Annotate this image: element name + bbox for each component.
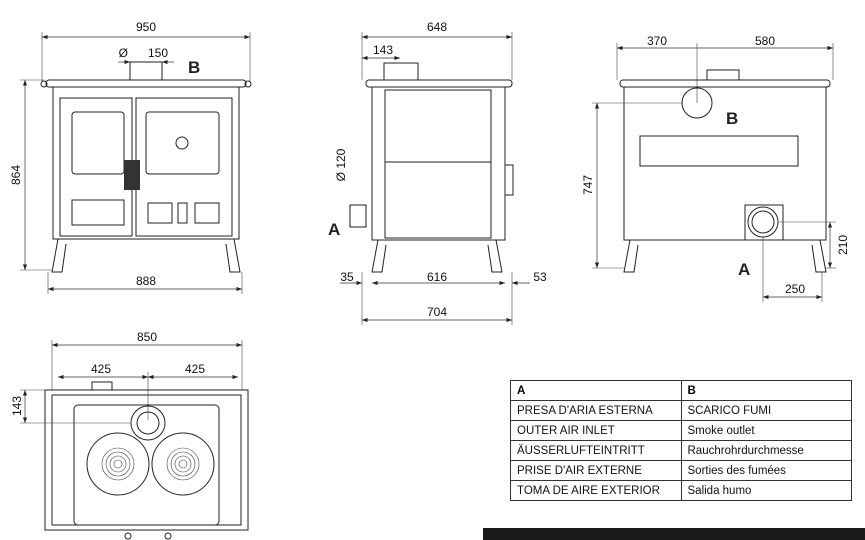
- dim-flue-edge-580: 580: [755, 34, 775, 48]
- side-view: 648 143 Ø 120 A 35 616 53 704: [328, 20, 547, 325]
- dim-left-35: 35: [340, 270, 354, 284]
- dim-half-left-425: 425: [91, 362, 111, 376]
- dim-width-950: 950: [136, 20, 156, 34]
- dim-air-diameter-120: Ø 120: [334, 148, 348, 181]
- label-a-side: A: [328, 220, 340, 239]
- label-b-front: B: [188, 58, 200, 77]
- legend-cell-a: TOMA DE AIRE EXTERIOR: [510, 480, 682, 501]
- legend-cell-a: OUTER AIR INLET: [510, 420, 682, 441]
- legend-cell-a: PRESA D'ARIA ESTERNA: [510, 400, 682, 421]
- legend-cell-b: Smoke outlet: [680, 420, 852, 441]
- dim-body-616: 616: [427, 270, 447, 284]
- legend-header-a: A: [510, 380, 682, 401]
- legend-cell-b: Salida humo: [680, 480, 852, 501]
- dim-right-53: 53: [533, 270, 547, 284]
- dim-flue-offset-143: 143: [373, 43, 393, 57]
- dim-height-864: 864: [9, 165, 23, 185]
- legend-header-b: B: [680, 380, 852, 401]
- dim-flue-height-747: 747: [581, 175, 595, 195]
- back-view: 370 580 B 747 A 210 250: [581, 34, 850, 302]
- diameter-symbol: Ø: [119, 46, 128, 60]
- dim-top-flue-143: 143: [10, 396, 24, 416]
- legend-cell-b: Rauchrohrdurchmesse: [680, 440, 852, 461]
- dim-flue-x-370: 370: [647, 34, 667, 48]
- footer-bar: [483, 528, 865, 540]
- label-a-back: A: [738, 260, 750, 279]
- front-view: 950 Ø 150 B 864 888: [9, 20, 252, 294]
- dim-air-x-250: 250: [785, 282, 805, 296]
- hot-plate-right: [151, 432, 215, 496]
- legend-cell-b: Sorties des fumées: [680, 460, 852, 481]
- legend-cell-b: SCARICO FUMI: [680, 400, 852, 421]
- top-view: 850 425 425 143: [10, 330, 249, 540]
- legend-cell-a: ÄUSSERLUFTEINTRITT: [510, 440, 682, 461]
- dim-depth-648: 648: [427, 20, 447, 34]
- dim-top-width-850: 850: [137, 330, 157, 344]
- dim-flue-150: 150: [148, 46, 168, 60]
- dim-total-704: 704: [427, 305, 447, 319]
- legend-cell-a: PRISE D'AIR EXTERNE: [510, 460, 682, 481]
- dim-leg-span-888: 888: [136, 274, 156, 288]
- legend-header-row: A B: [510, 380, 852, 401]
- label-b-back: B: [726, 109, 738, 128]
- dim-air-height-210: 210: [836, 235, 850, 255]
- hot-plate-left: [86, 432, 150, 496]
- dim-half-right-425: 425: [185, 362, 205, 376]
